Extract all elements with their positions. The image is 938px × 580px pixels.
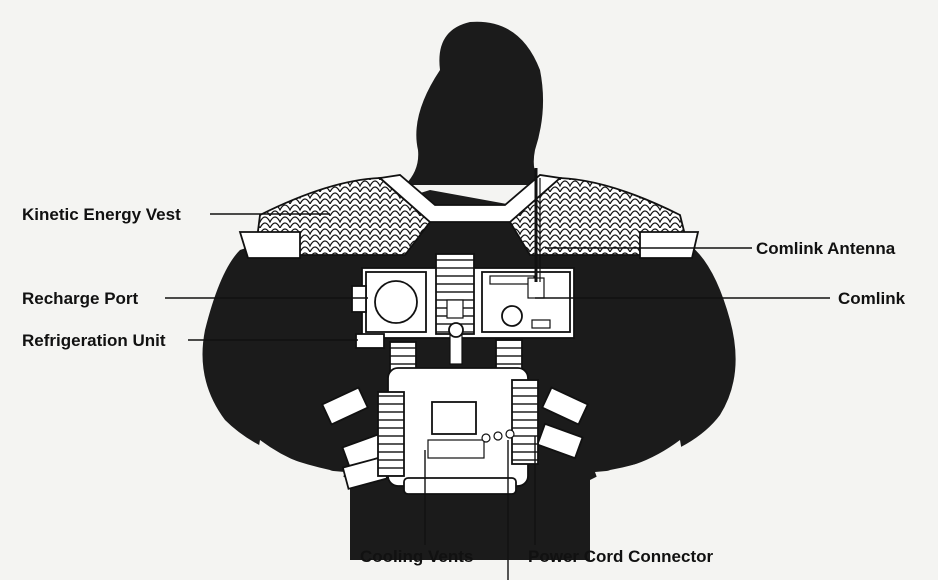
label-recharge-port: Recharge Port [22, 289, 139, 308]
label-power-cord-connector: Power Cord Connector [528, 547, 714, 566]
chest-module [351, 168, 575, 365]
label-kinetic-energy-vest: Kinetic Energy Vest [22, 205, 181, 224]
label-comlink-antenna: Comlink Antenna [756, 239, 896, 258]
side-straps [321, 386, 589, 490]
label-refrigeration-unit: Refrigeration Unit [22, 331, 166, 350]
leader-lines [165, 213, 830, 580]
kinetic-energy-vest-shoulders [238, 174, 700, 259]
label-cooling-vents: Cooling Vents [360, 547, 474, 566]
label-comlink: Comlink [838, 289, 906, 308]
refrigeration-pack [377, 367, 539, 495]
